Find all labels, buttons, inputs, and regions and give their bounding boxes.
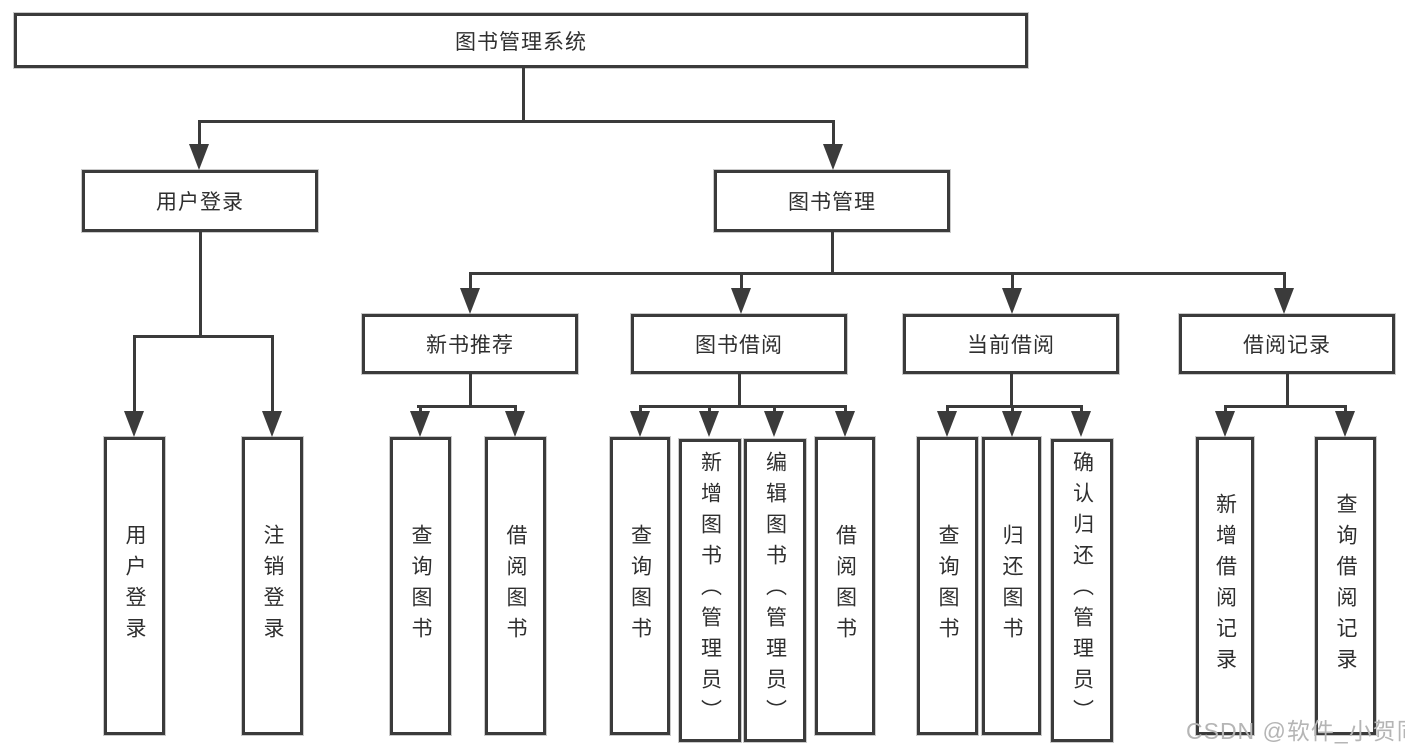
leaf-br-query-record: 查询借阅记录 [1315,437,1376,735]
node-user-login: 用户登录 [82,170,318,232]
leaf-bb-add-book-label: 新增图书（管理员） [698,451,722,730]
connector-drop-cb-confirm [1080,405,1083,413]
arrowhead-user-login [189,144,209,170]
connector-bb-rail [639,405,846,408]
arrowhead-nbr-borrow [505,411,525,437]
leaf-bb-query-book-label: 查询图书 [628,524,652,648]
connector-user-login-stem [199,232,202,335]
connector-level3-rail [469,272,1286,275]
arrowhead-br-add [1215,411,1235,437]
arrowhead-nbr-query [410,411,430,437]
arrowhead-book-mgmt [823,144,843,170]
leaf-nbr-borrow-book: 借阅图书 [485,437,546,735]
connector-user-login-rail [133,335,274,338]
connector-drop-nbr-query [419,405,422,413]
connector-drop-cb-query [946,405,949,413]
arrowhead-new-book-recommend [460,288,480,314]
leaf-user-login-label: 用户登录 [123,524,146,648]
leaf-br-add-record: 新增借阅记录 [1196,437,1254,735]
connector-drop-bb-edit [773,405,776,413]
csdn-watermark: CSDN @软件_小贺同学 [1186,718,1405,744]
node-book-management-label: 图书管理 [788,191,876,214]
node-borrow-record-label: 借阅记录 [1243,334,1331,357]
arrowhead-bb-edit [764,411,784,437]
connector-bb-stem [738,374,741,405]
connector-book-mgmt-stem [831,232,834,272]
leaf-bb-edit-book: 编辑图书（管理员） [744,439,806,742]
connector-drop-bb-query [639,405,642,413]
leaf-cb-confirm-return-label: 确认归还（管理员） [1070,451,1094,730]
leaf-logout-login-label: 注销登录 [261,524,284,648]
leaf-bb-add-book: 新增图书（管理员） [679,439,741,742]
connector-root-stem [522,68,525,120]
arrowhead-bb-add [699,411,719,437]
connector-level2-rail [198,120,835,123]
leaf-nbr-query-book-label: 查询图书 [409,524,432,648]
node-book-borrow-label: 图书借阅 [695,334,783,357]
node-root-label: 图书管理系统 [455,30,587,54]
node-borrow-record: 借阅记录 [1179,314,1395,374]
connector-drop-new-book-recommend [469,272,472,289]
arrowhead-leaf-user-login [124,411,144,437]
arrowhead-borrow-record [1274,288,1294,314]
arrowhead-cb-query [937,411,957,437]
node-book-management: 图书管理 [714,170,950,232]
connector-drop-book-mgmt [832,120,835,146]
connector-drop-cb-return [1011,405,1014,413]
leaf-cb-query-book: 查询图书 [917,437,978,735]
leaf-bb-borrow-book: 借阅图书 [815,437,875,735]
connector-drop-borrow-record [1283,272,1286,289]
leaf-bb-query-book: 查询图书 [610,437,670,735]
leaf-user-login: 用户登录 [104,437,165,735]
leaf-br-add-record-label: 新增借阅记录 [1213,493,1237,679]
leaf-cb-return-book: 归还图书 [982,437,1041,735]
node-book-borrow: 图书借阅 [631,314,847,374]
arrowhead-leaf-logout [262,411,282,437]
connector-br-stem [1286,374,1289,405]
node-current-borrow: 当前借阅 [903,314,1119,374]
connector-cb-rail [946,405,1082,408]
leaf-br-query-record-label: 查询借阅记录 [1334,493,1357,679]
connector-drop-bb-borrow [844,405,847,413]
connector-drop-br-query [1344,405,1347,413]
leaf-logout-login: 注销登录 [242,437,303,735]
arrowhead-bb-borrow [835,411,855,437]
arrowhead-cb-return [1002,411,1022,437]
connector-drop-book-borrow [740,272,743,289]
connector-drop-leaf-logout [271,335,274,412]
connector-nbr-rail [417,405,517,408]
connector-drop-leaf-user-login [133,335,136,412]
connector-drop-nbr-borrow [514,405,517,413]
arrowhead-cb-confirm [1071,411,1091,437]
node-new-book-recommend: 新书推荐 [362,314,578,374]
connector-drop-br-add [1224,405,1227,413]
leaf-cb-return-book-label: 归还图书 [1000,524,1023,648]
connector-nbr-stem [469,374,472,405]
leaf-cb-query-book-label: 查询图书 [936,524,959,648]
arrowhead-book-borrow [731,288,751,314]
arrowhead-current-borrow [1002,288,1022,314]
leaf-cb-confirm-return: 确认归还（管理员） [1051,439,1113,742]
connector-drop-bb-add [708,405,711,413]
connector-br-rail [1224,405,1346,408]
arrowhead-bb-query [630,411,650,437]
leaf-bb-edit-book-label: 编辑图书（管理员） [763,451,787,730]
node-new-book-recommend-label: 新书推荐 [426,334,514,357]
node-user-login-label: 用户登录 [156,191,244,214]
connector-drop-current-borrow [1011,272,1014,289]
node-current-borrow-label: 当前借阅 [967,334,1055,357]
connector-cb-stem [1010,374,1013,405]
connector-drop-user-login [198,120,201,146]
leaf-nbr-query-book: 查询图书 [390,437,451,735]
node-root: 图书管理系统 [14,13,1028,68]
arrowhead-br-query [1335,411,1355,437]
leaf-nbr-borrow-book-label: 借阅图书 [504,524,527,648]
leaf-bb-borrow-book-label: 借阅图书 [833,524,857,648]
